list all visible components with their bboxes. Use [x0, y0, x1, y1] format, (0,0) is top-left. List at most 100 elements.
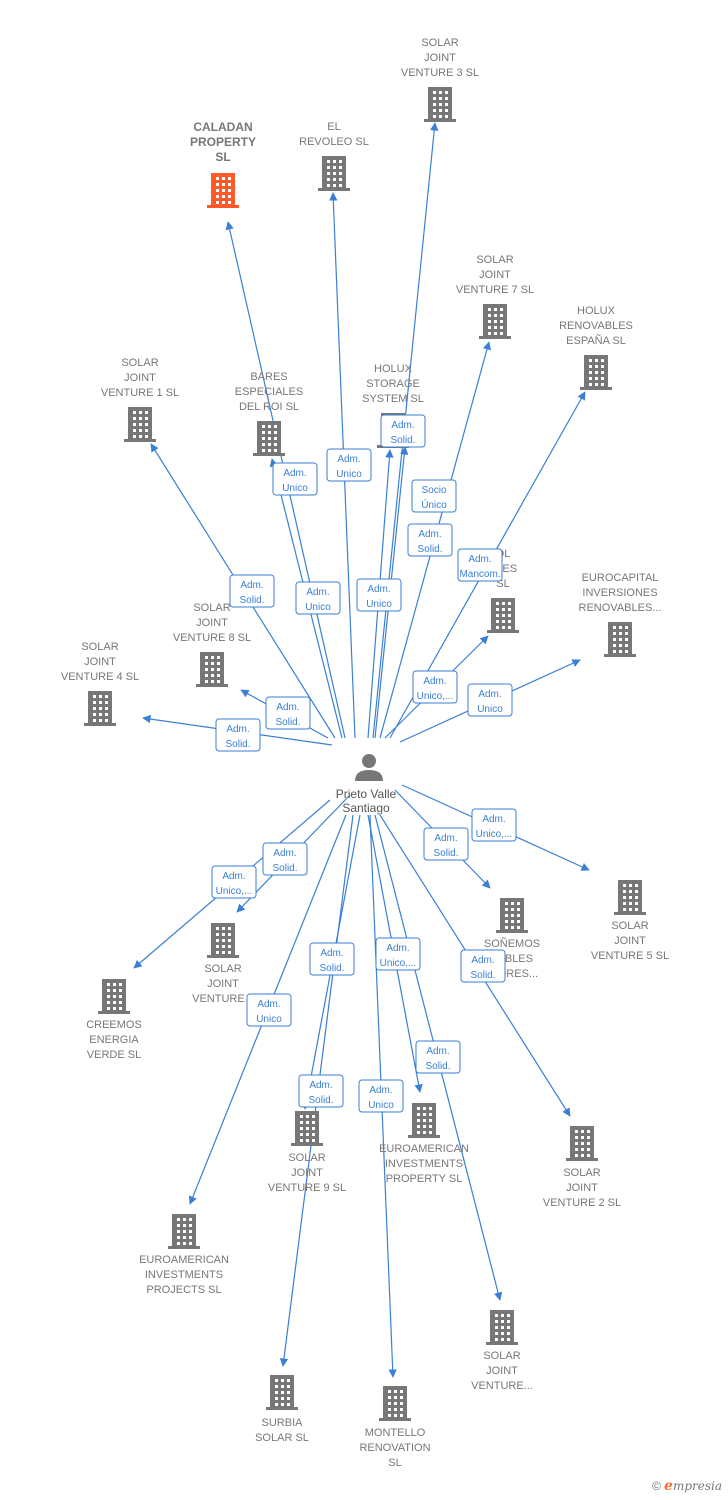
building-icon	[318, 156, 350, 191]
building-icon	[124, 407, 156, 442]
company-name-line: SOLAR	[476, 254, 513, 266]
company-name-line: VENTURE 1 SL	[101, 387, 179, 399]
role-label[interactable]: Adm.Unico,...	[211, 865, 257, 899]
role-text-line: Adm.	[309, 1080, 332, 1091]
company-name-line: SOLAR	[204, 963, 241, 975]
role-text-line: Unico,...	[476, 829, 513, 840]
building-icon	[207, 173, 239, 208]
role-label[interactable]: Adm.Solid.	[229, 574, 275, 608]
role-label[interactable]: Adm.Unico	[358, 1079, 404, 1113]
person-node[interactable]: Prieto Valle Santiago	[336, 754, 397, 815]
company-node-montello[interactable]: MONTELLO RENOVATION SL	[359, 1386, 431, 1469]
role-label[interactable]: Adm.Solid.	[415, 1040, 461, 1074]
company-name-line: VENTURE 4 SL	[61, 671, 139, 683]
company-name-line: EUROAMERICAN	[379, 1143, 469, 1155]
role-label[interactable]: Adm.Solid.	[423, 827, 469, 861]
building-icon	[496, 898, 528, 933]
company-name-line: SOLAR	[121, 357, 158, 369]
role-label[interactable]: Adm.Unico	[467, 683, 513, 717]
company-name-line: EL	[327, 121, 340, 133]
building-icon	[168, 1214, 200, 1249]
role-text-line: Solid.	[225, 739, 250, 750]
company-name-line: SOLAR SL	[255, 1432, 309, 1444]
role-label[interactable]: Adm.Unico,...	[412, 670, 458, 704]
person-name-line-2: Santiago	[342, 801, 390, 815]
company-name-line: VENTURE 3 SL	[401, 67, 479, 79]
company-name-line: EUROCAPITAL	[582, 572, 659, 584]
company-name-line: CALADAN	[193, 120, 252, 134]
company-name-line: INVERSIONES	[582, 587, 657, 599]
company-name-line: VENTURE...	[471, 1380, 533, 1392]
role-text-line: Solid.	[272, 863, 297, 874]
role-label[interactable]: Adm.Solid.	[215, 718, 261, 752]
role-text-line: Adm.	[386, 943, 409, 954]
role-text-line: Unico	[366, 599, 392, 610]
role-label[interactable]: Adm.Unico	[246, 993, 292, 1027]
role-text-line: Solid.	[319, 963, 344, 974]
role-text-line: Adm.	[478, 689, 501, 700]
role-text-line: Adm.	[320, 948, 343, 959]
company-node-sjv-unk[interactable]: SOLARJOINTVENTURE...	[471, 1310, 533, 1392]
role-labels: Adm.UnicoAdm.UnicoAdm.Solid.SocioÚnicoAd…	[211, 414, 517, 1113]
role-label[interactable]: Adm.Solid.	[262, 842, 308, 876]
role-label[interactable]: Adm. Unico,...	[471, 808, 517, 842]
company-name-line: SOLAR	[421, 37, 458, 49]
footer-brand: ©empresia	[652, 1478, 722, 1494]
role-label[interactable]: Adm.Solid.	[380, 414, 426, 448]
company-name-line: SOLAR	[611, 920, 648, 932]
role-label[interactable]: Adm.Unico	[272, 462, 318, 496]
company-name-line: VENTURE 5 SL	[591, 950, 669, 962]
role-text-line: Solid.	[470, 970, 495, 981]
role-label[interactable]: Adm.Solid.	[298, 1074, 344, 1108]
role-text-line: Adm.	[369, 1085, 392, 1096]
company-name-line: JOINT	[196, 617, 228, 629]
company-name-line: VENTURE 9 SL	[268, 1182, 346, 1194]
role-label[interactable]: Adm.Unico,...	[375, 937, 421, 971]
role-label[interactable]: Adm.Solid.	[407, 523, 453, 557]
role-text-line: Adm.	[434, 833, 457, 844]
company-name-line: PROPERTY SL	[386, 1173, 463, 1185]
company-name-line: EUROAMERICAN	[139, 1254, 229, 1266]
role-label[interactable]: Adm. Solid.	[309, 942, 355, 976]
role-text-line: Adm.	[337, 454, 360, 465]
company-node-eurocapital[interactable]: EUROCAPITALINVERSIONESRENOVABLES...	[579, 572, 662, 657]
role-text-line: Adm.	[482, 814, 505, 825]
role-text-line: Adm.	[471, 955, 494, 966]
role-label[interactable]: Adm.Mancom.	[457, 548, 503, 582]
company-name-line: JOINT	[207, 978, 239, 990]
company-name-line: MONTELLO	[365, 1427, 426, 1439]
role-text-line: Solid.	[425, 1061, 450, 1072]
company-name-line: JOINT	[124, 372, 156, 384]
company-node-sjv1[interactable]: SOLAR JOINT VENTURE 1 SL	[101, 357, 179, 442]
building-icon	[379, 1386, 411, 1421]
company-name-line: SL	[388, 1457, 401, 1469]
role-label[interactable]: Adm. Solid.	[460, 949, 506, 983]
role-label[interactable]: Adm.Unico	[326, 448, 372, 482]
company-name-line: RENOVATION	[359, 1442, 430, 1454]
role-label[interactable]: Adm.Solid.	[265, 696, 311, 730]
edges	[133, 122, 590, 1378]
role-label[interactable]: Adm.Unico	[295, 581, 341, 615]
role-label[interactable]: Adm.Unico	[356, 578, 402, 612]
role-text-line: Socio	[421, 485, 446, 496]
role-text-line: Adm.	[276, 702, 299, 713]
